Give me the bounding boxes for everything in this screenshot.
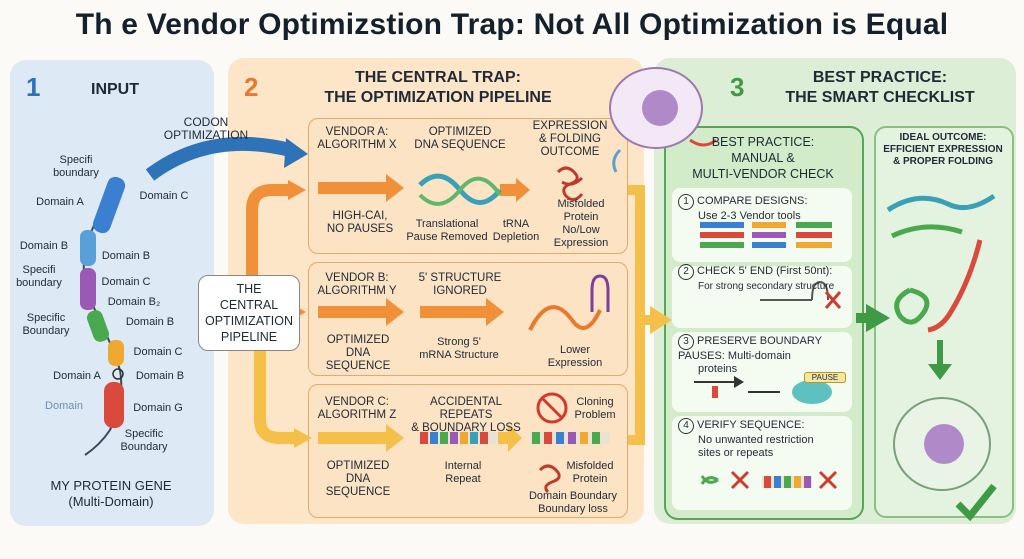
codon-arrow bbox=[145, 136, 292, 181]
vendor-a-left: HIGH-CAI, NO PAUSES bbox=[326, 210, 394, 235]
ideal-outcome-label: IDEAL OUTCOME: EFFICIENT EXPRESSION & PR… bbox=[883, 132, 1003, 167]
domain-label-14: Domain G bbox=[133, 402, 183, 414]
checklist-1-number: 1 bbox=[678, 194, 694, 210]
domain-label-10: Domain C bbox=[133, 346, 183, 358]
step-2-number: 2 bbox=[244, 72, 259, 102]
checklist-3-head: PRESERVE BOUNDARY PAUSES: Multi-domain bbox=[678, 335, 822, 362]
domain-label-13: Domain bbox=[45, 400, 83, 412]
checklist-4-body: No unwanted restriction sites or repeats bbox=[698, 434, 814, 459]
central-pipeline-label: THE CENTRAL OPTIMIZATION PIPELINE bbox=[205, 282, 293, 344]
vendor-c-col2: ACCIDENTAL REPEATS & BOUNDARY LOSS bbox=[411, 396, 521, 434]
domain-label-8: Specific Boundary bbox=[22, 312, 70, 337]
input-header: INPUT bbox=[91, 81, 139, 98]
domain-label-6: Domain C bbox=[101, 276, 151, 288]
vendor-a-col2: OPTIMIZED DNA SEQUENCE bbox=[414, 126, 506, 151]
vendor-b-box bbox=[308, 262, 628, 376]
cell-top bbox=[609, 67, 717, 173]
checklist-item-4 bbox=[672, 416, 852, 510]
checklist-1-body: Use 2-3 Vendor tools bbox=[698, 210, 801, 222]
vendor-c-outcome: Misfolded Protein bbox=[566, 460, 614, 485]
vendor-a-col3: EXPRESSION & FOLDING OUTCOME bbox=[532, 120, 608, 158]
vendor-b-outcome: Lower Expression bbox=[547, 344, 603, 369]
vendor-a-outcome: Misfolded Protein No/Low Expression bbox=[553, 198, 609, 249]
domain-label-11: Domain A bbox=[53, 370, 101, 382]
checklist-4-head: VERIFY SEQUENCE: bbox=[697, 419, 805, 431]
vendor-b-col2: 5' STRUCTURE IGNORED bbox=[418, 272, 502, 297]
domain-label-0: Specifi boundary bbox=[53, 154, 99, 179]
domain-label-9: Domain B bbox=[125, 316, 175, 328]
best-practice-header: BEST PRACTICE: THE SMART CHECKLIST bbox=[785, 69, 975, 106]
vendor-b-name: VENDOR B: ALGORITHM Y bbox=[317, 272, 397, 297]
vendor-b-left: OPTIMIZED DNA SEQUENCE bbox=[325, 334, 391, 372]
step-3-number: 3 bbox=[730, 72, 745, 102]
cell-bottom bbox=[893, 397, 997, 522]
vendor-a-trna: tRNA Depletion bbox=[492, 218, 540, 243]
central-pipeline-box: THE CENTRAL OPTIMIZATION PIPELINE bbox=[198, 275, 300, 351]
pause-tag: PAUSE bbox=[804, 372, 846, 383]
domain-label-2: Domain A bbox=[36, 196, 84, 208]
best-practice-subheader: BEST PRACTICE: MANUAL & MULTI-VENDOR CHE… bbox=[692, 135, 834, 181]
dna-bar-c bbox=[418, 432, 610, 444]
domain-label-4: Domain B bbox=[101, 250, 151, 262]
vendor-c-mid: Internal Repeat bbox=[444, 460, 482, 485]
step-1-number: 1 bbox=[26, 72, 41, 102]
checklist-2-body: For strong secondary structure bbox=[698, 281, 835, 292]
central-trap-header: THE CENTRAL TRAP: THE OPTIMIZATION PIPEL… bbox=[324, 69, 552, 106]
compare-designs-icon bbox=[700, 222, 832, 248]
input-panel bbox=[10, 60, 214, 526]
vendor-c-outcome2: Domain Boundary Boundary loss bbox=[528, 490, 618, 515]
checklist-2-head: CHECK 5' END (First 50nt): bbox=[697, 265, 833, 277]
protein-gene-label: MY PROTEIN GENE (Multi-Domain) bbox=[50, 478, 172, 509]
vendor-a-name: VENDOR A: ALGORITHM X bbox=[317, 126, 397, 151]
checklist-4-number: 4 bbox=[678, 418, 694, 434]
checklist-item-2 bbox=[672, 266, 852, 328]
checklist-3-body: proteins bbox=[698, 363, 738, 375]
checklist-3-number: 3 bbox=[678, 334, 694, 350]
checklist-2-number: 2 bbox=[678, 264, 694, 280]
protein-gene-chain bbox=[80, 176, 126, 456]
domain-label-15: Specific Boundary bbox=[120, 428, 168, 453]
domain-label-1: Domain C bbox=[139, 190, 189, 202]
domain-label-7: Domain B₂ bbox=[107, 296, 161, 308]
vendor-c-left: OPTIMIZED DNA SEQUENCE bbox=[325, 460, 391, 498]
vendor-c-name: VENDOR C: ALGORITHM Z bbox=[317, 396, 397, 421]
vendor-c-cloning: Cloning Problem bbox=[574, 396, 616, 421]
vendor-c-box bbox=[308, 384, 628, 518]
hairpin-icon bbox=[760, 280, 829, 301]
checklist-1-head: COMPARE DESIGNS: bbox=[697, 195, 808, 207]
page-title: Th e Vendor Optimizstion Trap: Not All O… bbox=[75, 8, 949, 41]
domain-label-3: Domain B bbox=[19, 240, 69, 252]
vendor-a-mid: Translational Pause Removed bbox=[406, 218, 488, 243]
codon-optimization-label: CODON OPTIMIZATION bbox=[163, 115, 249, 142]
x-icon bbox=[824, 291, 842, 309]
domain-label-5: Specifi boundary bbox=[16, 264, 62, 289]
vendor-b-mid: Strong 5' mRNA Structure bbox=[419, 336, 499, 361]
scissors-icon bbox=[700, 475, 719, 485]
domain-label-12: Domain B bbox=[135, 370, 185, 382]
